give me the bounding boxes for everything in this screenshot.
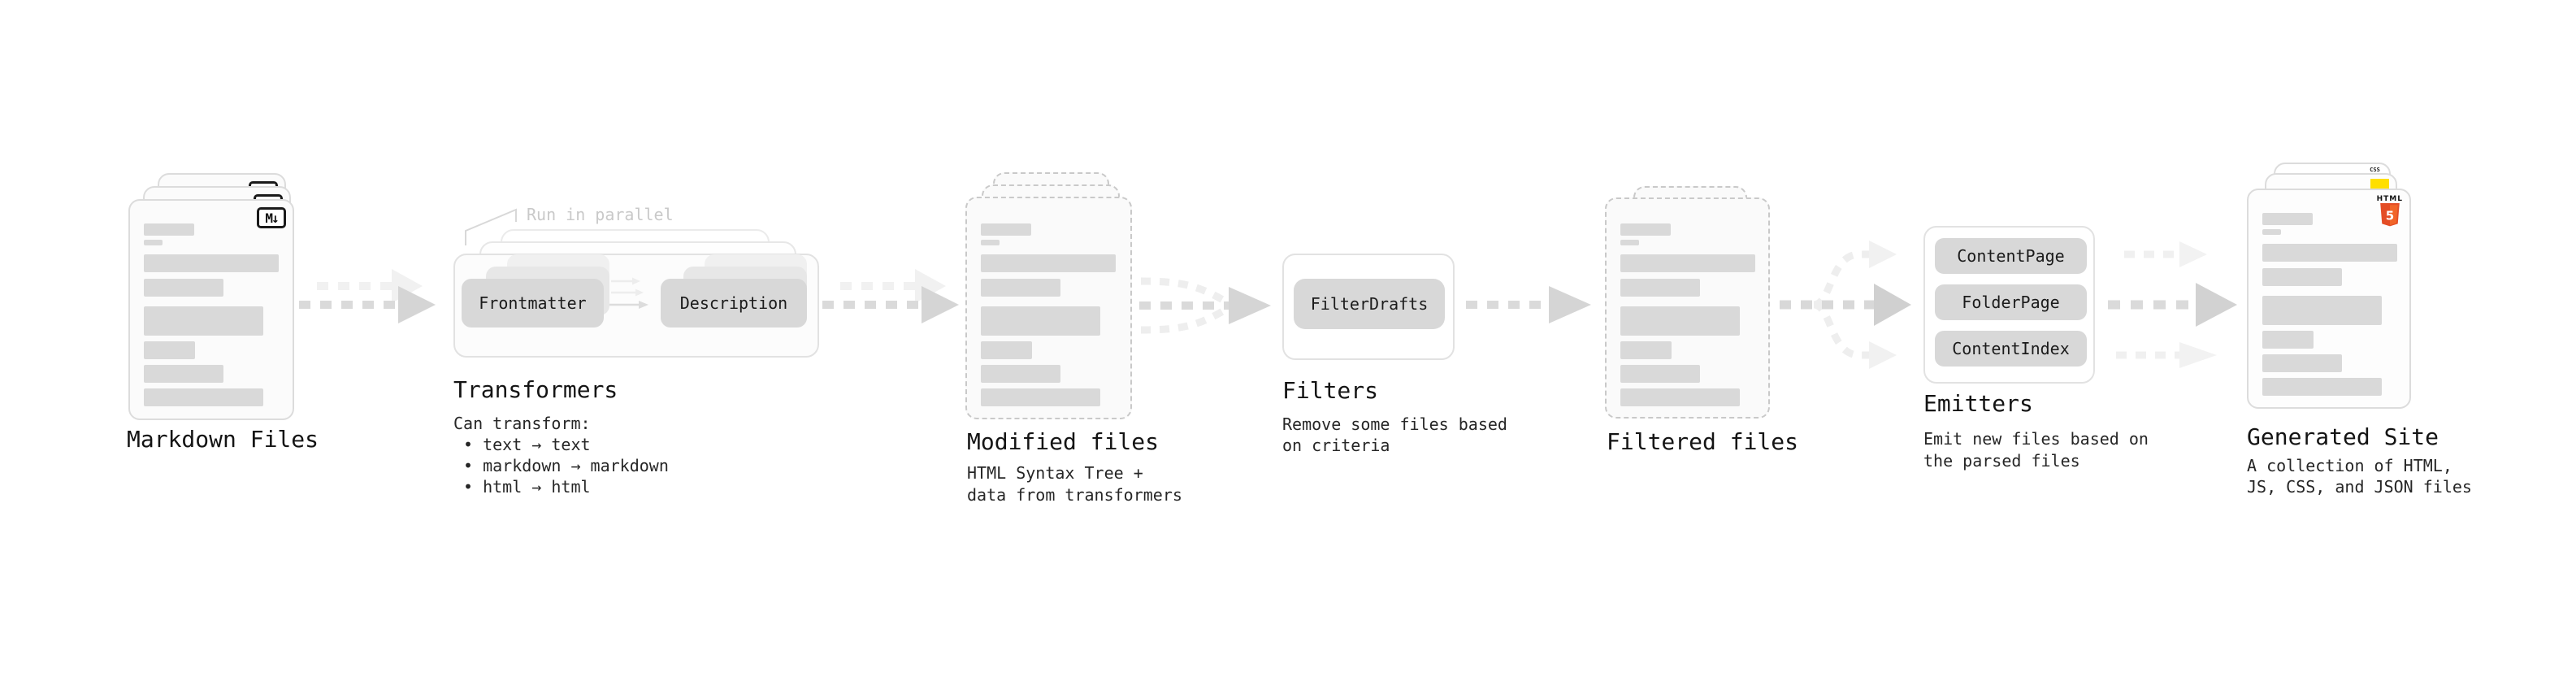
css-icon-label: CSS <box>2370 167 2380 173</box>
placeholder-bar <box>144 279 223 297</box>
parallel-flow-arrows <box>609 277 648 309</box>
placeholder-bar <box>2262 354 2342 372</box>
placeholder-bar <box>2262 229 2281 235</box>
html5-icon-wordmark: HTML <box>2376 195 2403 203</box>
file-card-front <box>965 197 1132 419</box>
description-line: Can transform: <box>453 414 591 433</box>
placeholder-bar <box>1620 240 1639 245</box>
file-card-front: HTML 5 <box>2247 189 2411 409</box>
placeholder-bar <box>2262 331 2314 349</box>
modified-files-description: HTML Syntax Tree + data from transformer… <box>967 462 1182 506</box>
placeholder-bar <box>1620 223 1671 236</box>
generated-site-description: A collection of HTML, JS, CSS, and JSON … <box>2247 455 2472 497</box>
placeholder-bar <box>2262 268 2342 286</box>
stage-label-modified-files: Modified files <box>967 428 1160 455</box>
placeholder-bar <box>1620 388 1740 406</box>
stage-label-emitters: Emitters <box>1923 390 2033 417</box>
placeholder-bar <box>144 240 163 245</box>
placeholder-bar <box>1620 254 1755 272</box>
emitter-node-folderpage: FolderPage <box>1935 284 2087 320</box>
arrow-emitters-to-site <box>2108 241 2237 368</box>
arrow-filters-to-filtered <box>1466 286 1591 323</box>
description-line: on criteria <box>1282 436 1390 455</box>
description-line: A collection of HTML, <box>2247 456 2452 475</box>
html5-icon: HTML 5 <box>2377 195 2403 227</box>
description-line: • markdown → markdown <box>463 456 669 475</box>
emitters-description: Emit new files based on the parsed files <box>1923 428 2149 472</box>
stage-label-generated-site: Generated Site <box>2247 423 2439 450</box>
description-line: HTML Syntax Tree + <box>967 463 1143 483</box>
placeholder-bar <box>144 388 263 406</box>
arrow-filtered-to-emitters <box>1780 241 1911 369</box>
description-line: • html → html <box>463 477 591 497</box>
description-line: the parsed files <box>1923 451 2080 471</box>
parallel-note: Run in parallel <box>527 205 674 224</box>
placeholder-bar <box>1620 306 1740 336</box>
placeholder-bar <box>981 279 1060 297</box>
stage-label-filtered-files: Filtered files <box>1607 428 1799 455</box>
stage-label-filters: Filters <box>1282 377 1379 404</box>
js-icon <box>2370 179 2389 189</box>
placeholder-bar <box>2262 244 2397 262</box>
emitter-node-contentindex: ContentIndex <box>1935 331 2087 367</box>
placeholder-bar <box>144 254 279 272</box>
arrow-modified-to-filters <box>1139 277 1271 334</box>
arrow-markdown-to-transformers <box>299 269 436 323</box>
emitter-node-contentpage: ContentPage <box>1935 238 2087 274</box>
placeholder-bar <box>981 223 1031 236</box>
filter-node-filterdrafts: FilterDrafts <box>1294 279 1445 329</box>
placeholder-bar <box>981 365 1060 383</box>
file-card-front <box>1605 197 1770 419</box>
placeholder-bar <box>144 223 194 236</box>
description-line: Remove some files based <box>1282 414 1507 434</box>
html5-shield: 5 <box>2380 203 2400 227</box>
markdown-icon: M↓ <box>257 207 286 228</box>
placeholder-bar <box>144 306 263 336</box>
placeholder-bar <box>981 254 1116 272</box>
placeholder-bar <box>981 240 1000 245</box>
parallel-note-leader-line <box>465 208 517 245</box>
file-content-placeholder <box>2249 190 2409 396</box>
transformers-description: Can transform: • text → text • markdown … <box>453 413 669 497</box>
placeholder-bar <box>2262 213 2313 225</box>
stage-label-markdown-files: Markdown Files <box>127 426 319 453</box>
placeholder-bar <box>1620 279 1700 297</box>
placeholder-bar <box>144 341 195 359</box>
description-line: JS, CSS, and JSON files <box>2247 477 2472 497</box>
file-card-front: M↓ <box>128 199 294 420</box>
stage-label-transformers: Transformers <box>453 376 618 403</box>
placeholder-bar <box>981 341 1032 359</box>
arrow-transformers-to-modified <box>822 269 959 323</box>
transformer-node-frontmatter: Frontmatter <box>462 279 604 327</box>
filters-description: Remove some files based on criteria <box>1282 414 1507 456</box>
file-content-placeholder <box>967 198 1130 406</box>
file-content-placeholder <box>1607 199 1768 406</box>
placeholder-bar <box>2262 296 2382 325</box>
placeholder-bar <box>981 306 1100 336</box>
placeholder-bar <box>2262 378 2382 396</box>
placeholder-bar <box>981 388 1100 406</box>
description-line: • text → text <box>463 435 591 454</box>
placeholder-bar <box>1620 365 1700 383</box>
transformer-node-description: Description <box>661 279 807 327</box>
file-content-placeholder <box>130 201 293 406</box>
placeholder-bar <box>1620 341 1672 359</box>
description-line: data from transformers <box>967 485 1182 505</box>
svg-text:5: 5 <box>2386 209 2394 223</box>
description-line: Emit new files based on <box>1923 429 2149 449</box>
placeholder-bar <box>144 365 223 383</box>
